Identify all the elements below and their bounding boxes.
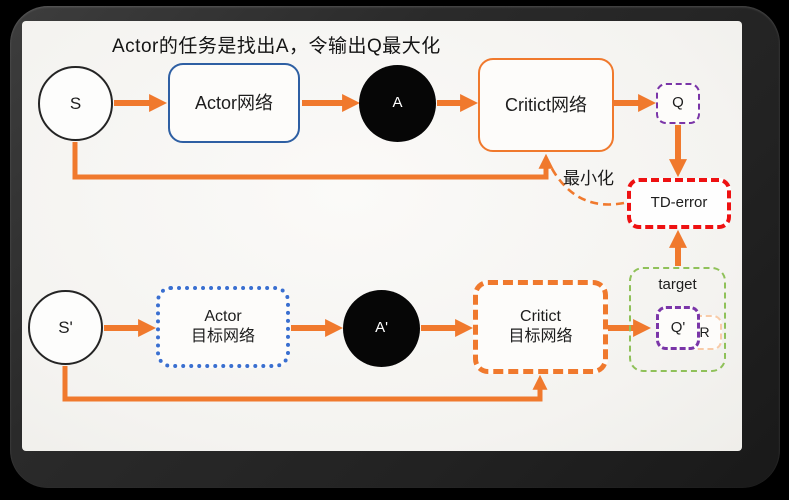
minimize-label: 最小化 (563, 169, 614, 188)
actor-target-line2: 目标网络 (190, 328, 255, 345)
actor-network-label: Actor网络 (194, 92, 273, 113)
critic-target-line1: Critict (520, 308, 561, 325)
critic-target-line2: 目标网络 (508, 328, 573, 345)
td-error-label: TD-error (650, 194, 708, 212)
critic-target-network-node: Critict 目标网络 (473, 280, 608, 374)
critic-network-label: Critict网络 (505, 94, 587, 115)
q-target-label: Q' (670, 318, 686, 336)
td-error-node: TD-error (627, 178, 731, 229)
action-label: A (392, 94, 403, 112)
diagram-title: Actor的任务是找出A，令输出Q最大化 (112, 36, 441, 57)
next-action-label: A' (375, 319, 388, 337)
actor-target-line1: Actor (204, 308, 242, 325)
q-value-node: Q (656, 83, 700, 124)
q-target-node: Q' (656, 306, 700, 350)
q-value-label: Q (672, 94, 684, 112)
target-group: target Q' R (629, 267, 726, 372)
target-group-label: target (658, 276, 697, 293)
state-node: S (38, 66, 113, 141)
actor-target-network-node: Actor 目标网络 (156, 286, 290, 368)
reward-label: R (699, 323, 710, 340)
state-label: S (69, 93, 82, 113)
actor-network-node: Actor网络 (168, 63, 300, 143)
next-state-label: S' (58, 317, 73, 337)
action-node: A (359, 65, 436, 142)
next-action-node: A' (343, 290, 420, 367)
next-state-node: S' (28, 290, 103, 365)
critic-network-node: Critict网络 (478, 58, 614, 152)
